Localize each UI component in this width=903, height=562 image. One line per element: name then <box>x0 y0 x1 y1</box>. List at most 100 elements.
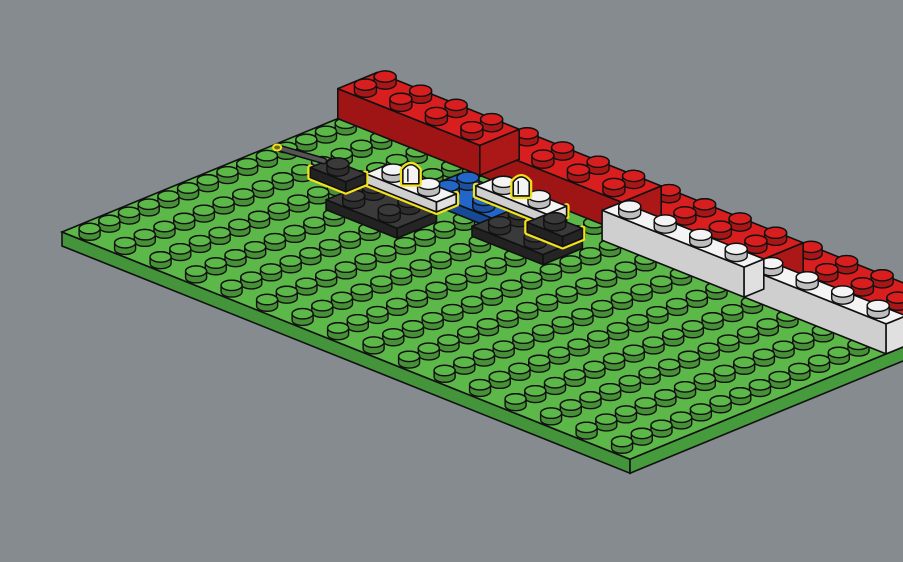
stud-top <box>158 191 179 201</box>
stud-top <box>686 290 707 300</box>
stud-top <box>714 365 735 375</box>
stud-top <box>354 79 376 90</box>
stud-top <box>623 170 645 181</box>
stud-top <box>604 353 625 363</box>
stud-top <box>615 262 636 272</box>
stud-top <box>871 270 893 281</box>
stud-top <box>268 203 289 213</box>
stud-top <box>355 254 376 264</box>
stud-top <box>399 351 420 361</box>
stud-top <box>256 150 277 160</box>
stud-top <box>331 148 352 158</box>
stud-top <box>217 167 238 177</box>
bar-end <box>273 144 281 150</box>
stud-top <box>560 256 581 266</box>
stud-top <box>796 272 818 283</box>
stud-top <box>457 172 479 183</box>
stud-top <box>351 284 372 294</box>
stud-top <box>481 288 502 298</box>
stud-top <box>296 134 317 144</box>
stud-top <box>730 388 751 398</box>
stud-top <box>387 155 408 165</box>
stud-top <box>851 278 873 289</box>
stud-top <box>698 343 719 353</box>
stud-top <box>789 363 810 373</box>
stud-top <box>245 242 266 252</box>
stud-top <box>374 71 396 82</box>
stud-top <box>445 99 467 110</box>
stud-top <box>576 422 597 432</box>
stud-top <box>462 296 483 306</box>
stud-top <box>347 315 368 325</box>
stud-top <box>327 158 349 169</box>
stud-top <box>674 207 696 218</box>
stud-top <box>631 428 652 438</box>
stud-top <box>312 300 333 310</box>
stud-top <box>694 199 716 210</box>
stud-top <box>584 361 605 371</box>
stud-top <box>580 248 601 258</box>
stud-top <box>410 85 432 96</box>
stud-top <box>627 315 648 325</box>
stud-top <box>694 374 715 384</box>
stud-top <box>249 211 270 221</box>
stud-top <box>587 156 609 167</box>
stud-top <box>655 390 676 400</box>
stud-top <box>773 341 794 351</box>
stud-top <box>134 229 155 239</box>
stud-top <box>178 183 199 193</box>
stud-top <box>241 272 262 282</box>
clip-tab <box>513 177 529 196</box>
stud-top <box>328 323 349 333</box>
stud-top <box>190 236 211 246</box>
stud-top <box>371 276 392 286</box>
stud-top <box>229 219 250 229</box>
stud-top <box>545 378 566 388</box>
stud-top <box>690 229 712 240</box>
stud-top <box>623 345 644 355</box>
stud-top <box>489 217 511 228</box>
stud-top <box>765 227 787 238</box>
stud-top <box>725 243 747 254</box>
stud-top <box>387 298 408 308</box>
stud-top <box>442 305 463 315</box>
stud-top <box>304 217 325 227</box>
stud-top <box>608 323 629 333</box>
stud-top <box>564 369 585 379</box>
stud-top <box>493 341 514 351</box>
stud-top <box>544 213 566 224</box>
stud-top <box>532 150 554 161</box>
stud-top <box>603 178 625 189</box>
stud-top <box>600 384 621 394</box>
stud-top <box>300 248 321 258</box>
stud-top <box>79 223 100 233</box>
stud-top <box>458 327 479 337</box>
stud-top <box>619 201 641 212</box>
stud-top <box>284 225 305 235</box>
stud-top <box>288 195 309 205</box>
stud-top <box>186 266 207 276</box>
stud-top <box>729 213 751 224</box>
stud-top <box>316 126 337 136</box>
stud-top <box>434 221 455 231</box>
stud-top <box>332 292 353 302</box>
stud-top <box>560 400 581 410</box>
stud-top <box>253 181 274 191</box>
stud-top <box>489 371 510 381</box>
stud-top <box>403 321 424 331</box>
stud-top <box>745 235 767 246</box>
stud-top <box>470 380 491 390</box>
stud-top <box>718 335 739 345</box>
stud-top <box>391 268 412 278</box>
stud-top <box>138 199 159 209</box>
stud-top <box>567 164 589 175</box>
stud-top <box>395 238 416 248</box>
stud-top <box>481 114 503 125</box>
stud-top <box>209 227 230 237</box>
stud-top <box>205 258 226 268</box>
stud-top <box>434 365 455 375</box>
stud-top <box>292 309 313 319</box>
stud-top <box>280 256 301 266</box>
